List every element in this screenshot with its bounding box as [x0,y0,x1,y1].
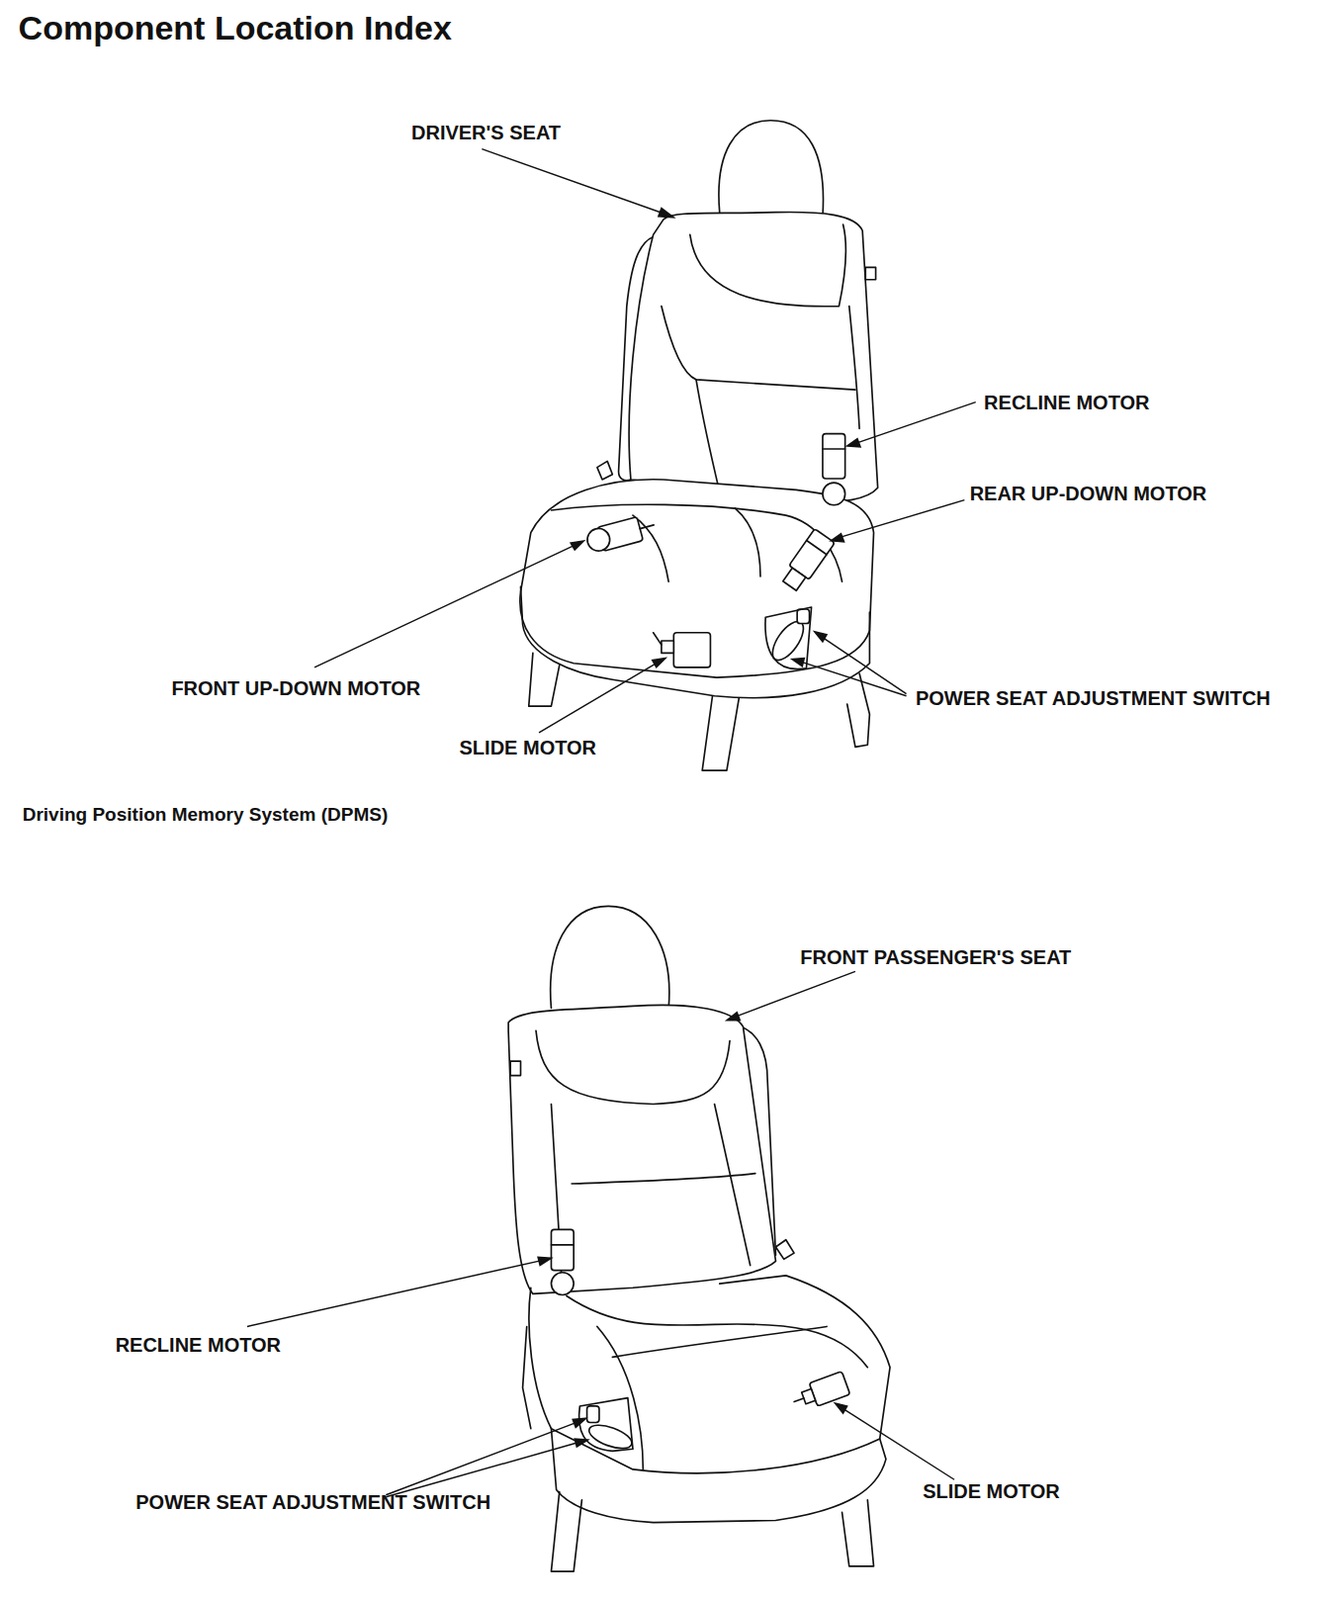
part-label: POWER SEAT ADJUSTMENT SWITCH [915,687,1271,710]
part-label: FRONT PASSENGER'S SEAT [799,946,1071,970]
part-label: RECLINE MOTOR [115,1333,281,1357]
driver-seat [520,120,879,771]
part-label: DRIVER'S SEAT [411,121,561,145]
part-label: SLIDE MOTOR [922,1480,1061,1504]
section-label: Driving Position Memory System (DPMS) [22,803,389,826]
part-label: RECLINE MOTOR [983,391,1150,415]
passenger-seat [508,905,890,1572]
part-label: REAR UP-DOWN MOTOR [970,482,1208,506]
part-label: SLIDE MOTOR [459,736,598,760]
page-title: Component Location Index [18,8,452,48]
part-label: FRONT UP-DOWN MOTOR [171,677,421,701]
part-label: POWER SEAT ADJUSTMENT SWITCH [135,1491,491,1514]
